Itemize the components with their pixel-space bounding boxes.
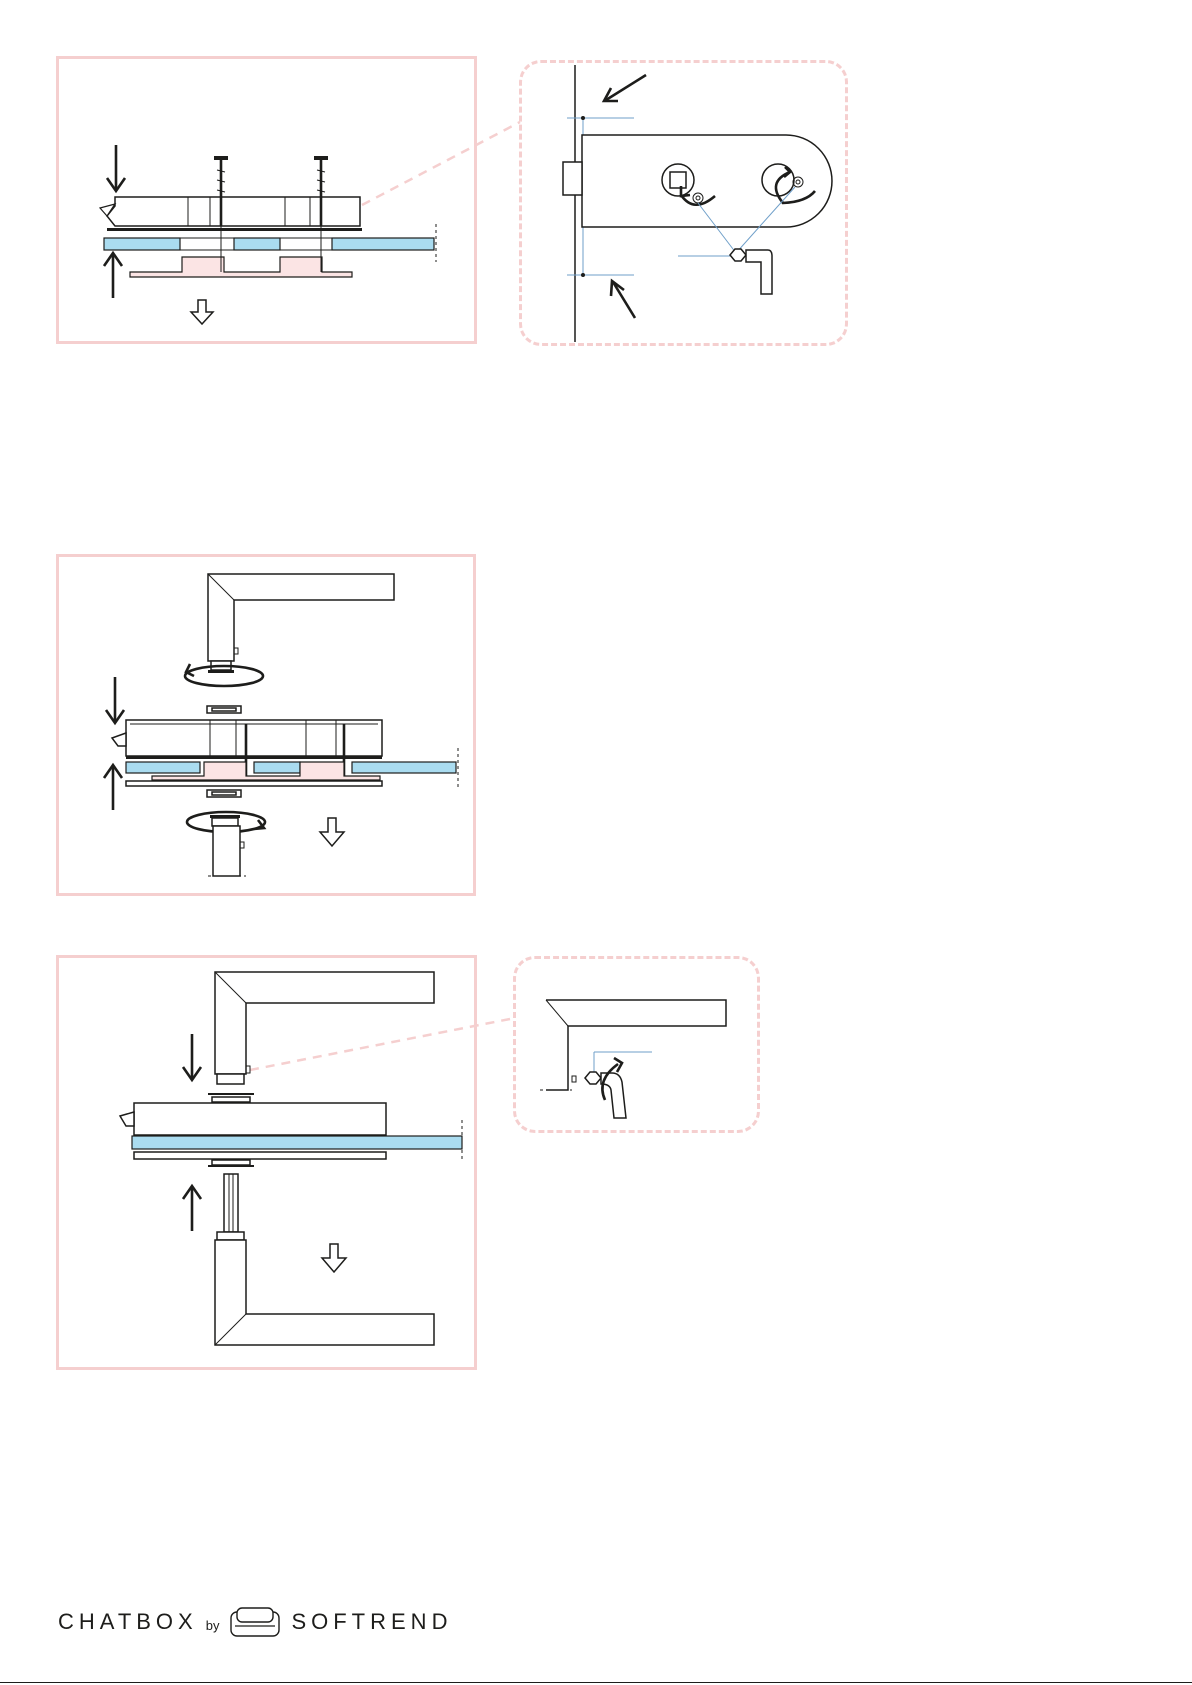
outline-arrow-down-icon [322, 1244, 346, 1272]
brand-name: CHATBOX [58, 1609, 198, 1635]
lever-handle-icon [215, 1232, 434, 1345]
lever-handle-detail [540, 1000, 726, 1090]
footer-rule [0, 1682, 1192, 1683]
lock-body [120, 1103, 386, 1135]
spindle [224, 1174, 238, 1232]
brand-by: by [206, 1618, 220, 1633]
partner-name: SOFTREND [291, 1609, 452, 1635]
footer-logo: CHATBOX by SOFTREND [58, 1600, 452, 1644]
lever-handle-icon [215, 972, 434, 1084]
arrow-down-icon [183, 1034, 201, 1080]
arrow-up-icon [183, 1186, 201, 1231]
detail-leader-line [250, 1018, 515, 1070]
softrend-logo-icon [229, 1606, 281, 1638]
